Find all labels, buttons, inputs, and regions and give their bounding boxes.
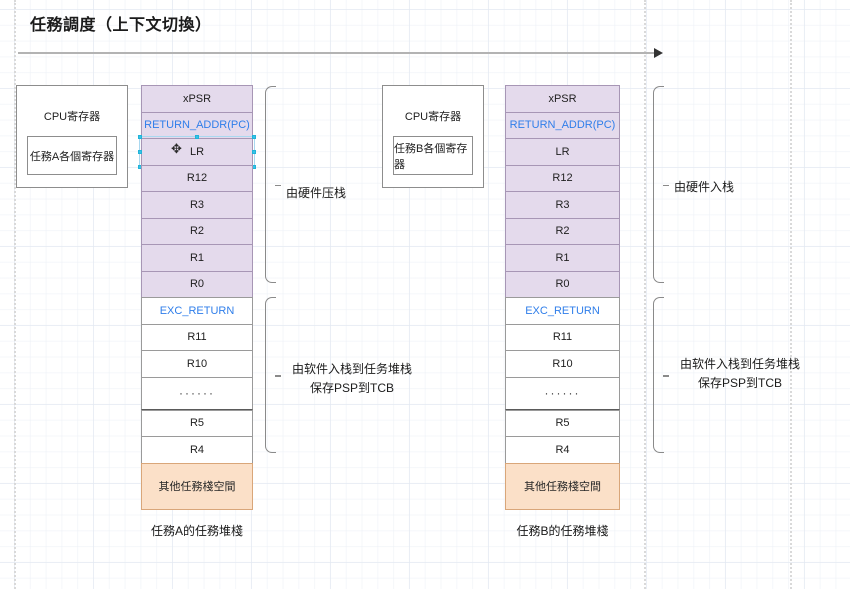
task-b-hw-cell-r12[interactable]: R12 (505, 164, 620, 191)
task-a-sw-cell-r11[interactable]: R11 (141, 323, 253, 350)
task-b-hw-cell-lr[interactable]: LR (505, 138, 620, 165)
task-a-sw-cell-r5[interactable]: R5 (141, 409, 253, 436)
task-a-sw-cell-r4[interactable]: R4 (141, 436, 253, 463)
move-cursor-icon: ✥ (171, 140, 182, 156)
task-b-hw-cell-r3[interactable]: R3 (505, 191, 620, 218)
task-b-hw-cell-r0[interactable]: R0 (505, 270, 620, 297)
task-b-sw-cell-r10[interactable]: R10 (505, 350, 620, 377)
cpu-register-box-task-a: CPU寄存器 任務A各個寄存器 (16, 85, 128, 188)
note-software-right-line1: 由软件入栈到任务堆栈 (680, 357, 801, 371)
selection-outline (138, 135, 256, 169)
task-a-hw-cell-xpsr[interactable]: xPSR (141, 85, 253, 112)
task-a-sw-cell-r10[interactable]: R10 (141, 350, 253, 377)
task-b-sw-cell-exc_return[interactable]: EXC_RETURN (505, 297, 620, 324)
task-a-hw-cell-return_addrpc[interactable]: RETURN_ADDR(PC) (141, 111, 253, 138)
caption-task-b: 任務B的任務堆棧 (516, 524, 609, 538)
task-a-sw-cell-exc_return[interactable]: EXC_RETURN (141, 297, 253, 324)
cpu-register-box-task-b: CPU寄存器 任務B各個寄存器 (382, 85, 484, 188)
note-software-right: 由软件入栈到任务堆栈 保存PSP到TCB (680, 355, 800, 393)
guide-line-right (790, 0, 792, 589)
task-b-sw-cell-ellipsis[interactable]: ······ (505, 376, 620, 410)
task-b-sw-cell-r4[interactable]: R4 (505, 436, 620, 463)
note-software-left-line1: 由软件入栈到任务堆栈 (292, 362, 413, 376)
cpu-register-inner-a: 任務A各個寄存器 (27, 136, 117, 175)
guide-line-left (14, 0, 16, 589)
task-b-hw-cell-r1[interactable]: R1 (505, 244, 620, 271)
cpu-register-title-b: CPU寄存器 (404, 111, 462, 123)
task-b-hw-cell-return_addrpc[interactable]: RETURN_ADDR(PC) (505, 111, 620, 138)
cpu-register-inner-b: 任務B各個寄存器 (393, 136, 473, 175)
task-a-sw-cell-ellipsis[interactable]: ······ (141, 376, 253, 410)
task-a-hw-cell-r3[interactable]: R3 (141, 191, 253, 218)
task-b-sw-cell-r5[interactable]: R5 (505, 409, 620, 436)
task-b-sw-cell-r11[interactable]: R11 (505, 323, 620, 350)
task-a-hw-cell-r2[interactable]: R2 (141, 217, 253, 244)
note-software-left: 由软件入栈到任务堆栈 保存PSP到TCB (292, 360, 412, 398)
note-hardware-right: 由硬件入栈 (674, 180, 735, 194)
caption-task-a: 任務A的任務堆棧 (150, 524, 243, 538)
brace-hardware-right (653, 86, 669, 283)
note-software-left-line2: 保存PSP到TCB (310, 381, 395, 395)
task-b-hw-cell-r2[interactable]: R2 (505, 217, 620, 244)
task-a-hw-cell-r12[interactable]: R12 (141, 164, 253, 191)
task-b-hw-cell-xpsr[interactable]: xPSR (505, 85, 620, 112)
brace-software-right (653, 297, 669, 453)
cpu-register-title-a: CPU寄存器 (43, 111, 101, 123)
brace-software-left (265, 297, 281, 453)
task-a-hw-cell-r1[interactable]: R1 (141, 244, 253, 271)
guide-line-middle (644, 0, 646, 589)
brace-hardware-left (265, 86, 281, 283)
task-a-hw-cell-lr[interactable]: LR✥ (138, 135, 256, 169)
task-b-other-stack-space[interactable]: 其他任務棧空間 (505, 462, 620, 510)
task-a-hw-cell-r0[interactable]: R0 (141, 270, 253, 297)
task-a-other-stack-space[interactable]: 其他任務棧空間 (141, 462, 253, 510)
time-flow-arrow (18, 48, 663, 58)
note-hardware-left: 由硬件压栈 (286, 186, 347, 200)
page-title: 任務調度（上下文切換） (30, 17, 212, 34)
note-software-right-line2: 保存PSP到TCB (698, 376, 783, 390)
